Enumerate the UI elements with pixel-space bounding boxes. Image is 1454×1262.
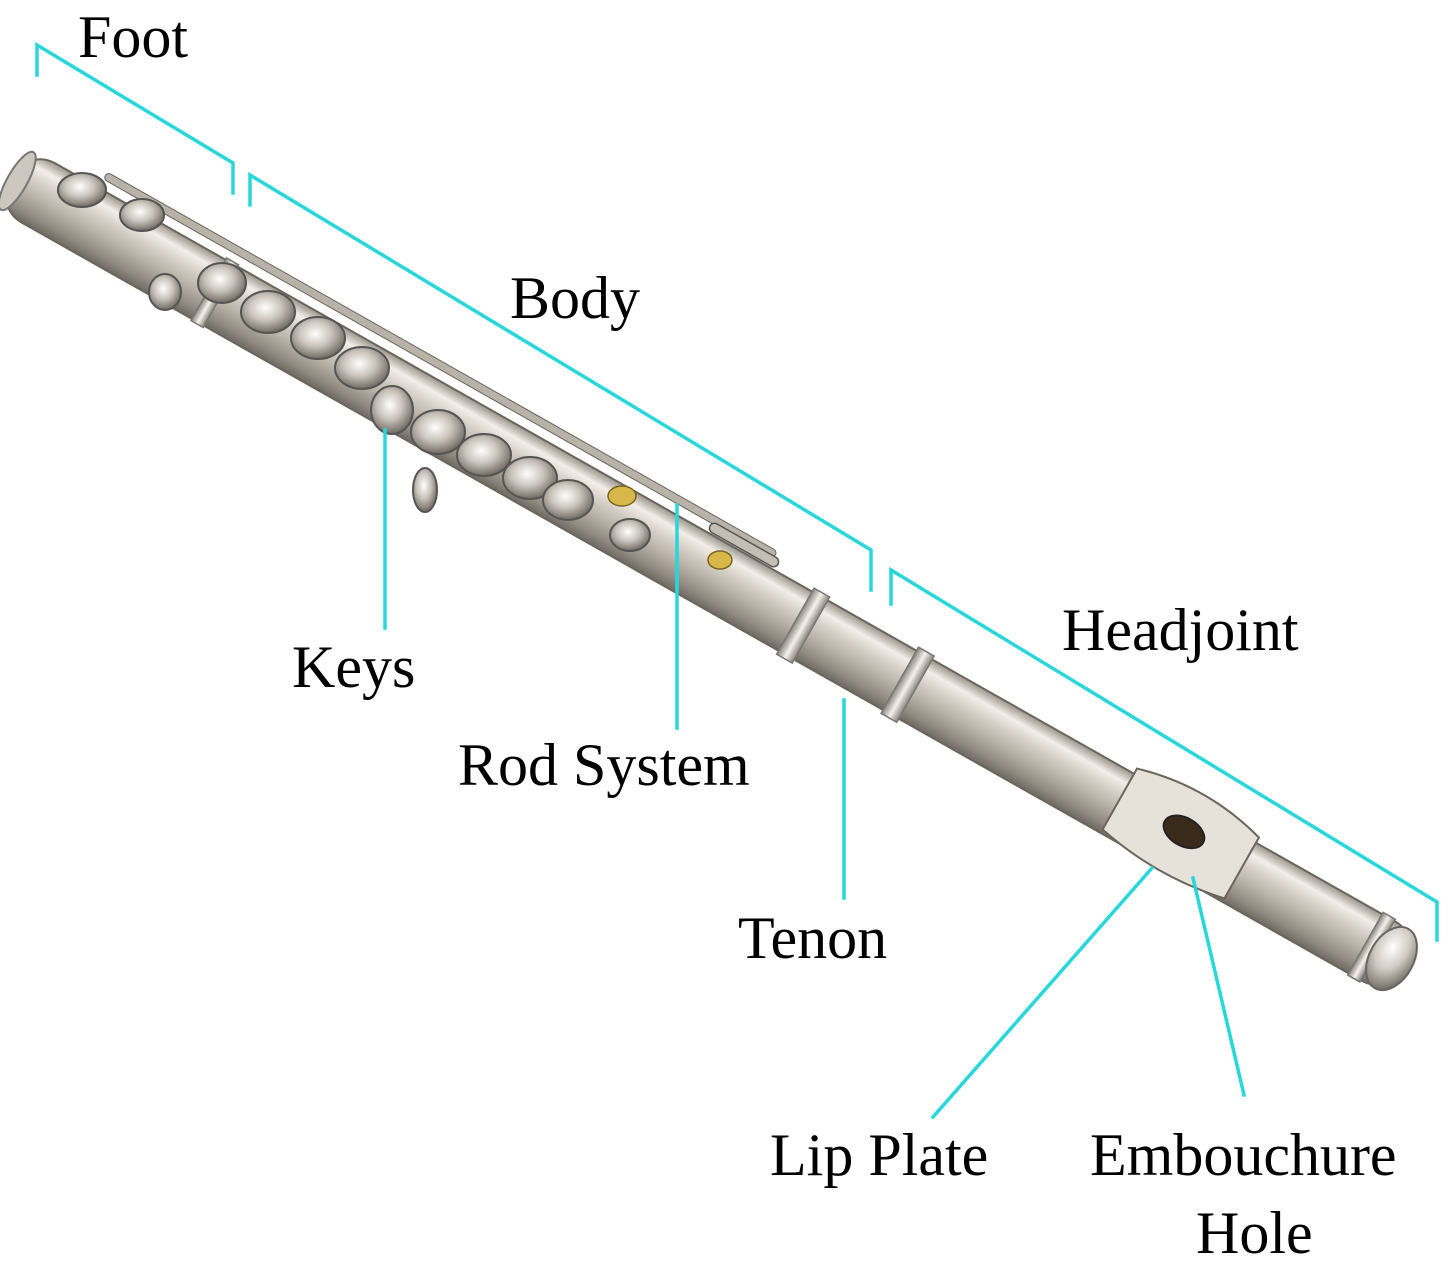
flute bbox=[0, 131, 1436, 1003]
key-5 bbox=[371, 386, 413, 434]
key-1 bbox=[198, 263, 246, 303]
key-gold-2 bbox=[708, 551, 732, 569]
key-4 bbox=[335, 347, 389, 389]
key-foot-2 bbox=[120, 199, 164, 231]
key-gold-1 bbox=[608, 486, 636, 506]
key-2 bbox=[241, 291, 295, 333]
key-10 bbox=[610, 519, 650, 551]
label-embouchure-line1: Embouchure bbox=[1090, 1122, 1397, 1188]
label-keys: Keys bbox=[292, 634, 415, 700]
label-foot: Foot bbox=[78, 4, 188, 70]
key-3 bbox=[291, 317, 345, 359]
label-headjoint: Headjoint bbox=[1062, 597, 1299, 663]
key-foot-3 bbox=[149, 274, 181, 310]
key-7 bbox=[457, 434, 511, 476]
key-6 bbox=[411, 410, 465, 454]
label-tenon: Tenon bbox=[738, 905, 887, 971]
label-lip-plate: Lip Plate bbox=[770, 1122, 988, 1188]
label-rod-system: Rod System bbox=[458, 732, 750, 798]
key-foot-1 bbox=[58, 173, 106, 207]
key-lever bbox=[413, 468, 437, 512]
lip-plate-leader bbox=[933, 868, 1152, 1117]
labels: Foot Body Headjoint Keys Rod System Teno… bbox=[78, 4, 1397, 1262]
label-embouchure-line2: Hole bbox=[1196, 1200, 1313, 1262]
label-body: Body bbox=[510, 265, 640, 331]
key-9 bbox=[543, 480, 593, 520]
rod-system-rail bbox=[103, 172, 777, 558]
